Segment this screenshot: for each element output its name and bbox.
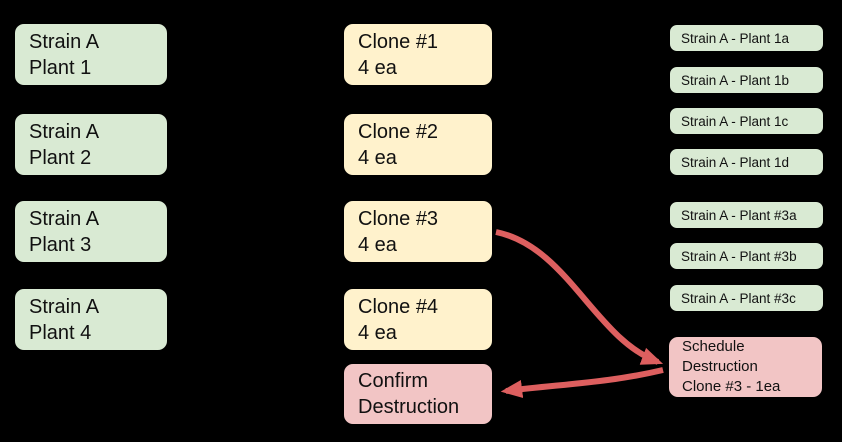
- node-clone-2[interactable]: Clone #2 4 ea: [343, 113, 493, 176]
- node-label-line: Clone #2: [358, 120, 439, 143]
- node-strain-a-plant-2[interactable]: Strain A Plant 2: [14, 113, 168, 176]
- node-label-line: Clone #3: [358, 207, 439, 230]
- node-label-line: Confirm: [358, 370, 429, 392]
- arrow-clone3-to-schedule-destruction[interactable]: [495, 229, 664, 365]
- node-label-line: Strain A: [29, 30, 100, 53]
- node-label-line: Strain A: [29, 295, 100, 318]
- node-label-line: Destruction: [682, 358, 758, 375]
- node-label-line: Strain A - Plant 1d: [681, 154, 790, 170]
- node-label-line: Schedule: [682, 338, 745, 355]
- node-label-line: Strain A - Plant #3c: [681, 290, 796, 306]
- node-label-line: Plant 3: [29, 233, 92, 256]
- node-label-line: Strain A - Plant #3a: [681, 207, 797, 223]
- node-label-line: Plant 2: [29, 146, 92, 169]
- node-label-line: 4 ea: [358, 56, 397, 79]
- node-label-line: Strain A - Plant #3b: [681, 248, 797, 264]
- node-strain-a-plant-3[interactable]: Strain A Plant 3: [14, 200, 168, 263]
- node-label-line: Clone #3 - 1ea: [682, 378, 781, 395]
- node-label-line: Strain A - Plant 1b: [681, 72, 790, 88]
- arrow-schedule-to-confirm-destruction[interactable]: [500, 367, 664, 398]
- node-label-line: Clone #1: [358, 30, 439, 53]
- node-label-line: Strain A: [29, 207, 100, 230]
- node-strain-a-plant-1a[interactable]: Strain A - Plant 1a: [669, 24, 824, 52]
- node-clone-3[interactable]: Clone #3 4 ea: [343, 200, 493, 263]
- node-label-line: Strain A - Plant 1a: [681, 30, 790, 46]
- node-strain-a-plant-1[interactable]: Strain A Plant 1: [14, 23, 168, 86]
- node-strain-a-plant-3a[interactable]: Strain A - Plant #3a: [669, 201, 824, 229]
- node-strain-a-plant-3c[interactable]: Strain A - Plant #3c: [669, 284, 824, 312]
- node-strain-a-plant-1d[interactable]: Strain A - Plant 1d: [669, 148, 824, 176]
- node-label-line: Strain A - Plant 1c: [681, 113, 789, 129]
- node-label-line: 4 ea: [358, 321, 397, 344]
- node-strain-a-plant-3b[interactable]: Strain A - Plant #3b: [669, 242, 824, 270]
- node-strain-a-plant-1c[interactable]: Strain A - Plant 1c: [669, 107, 824, 135]
- node-label-line: Plant 1: [29, 56, 92, 79]
- node-label-line: Clone #4: [358, 295, 439, 318]
- node-label-line: Plant 4: [29, 321, 92, 344]
- node-label-line: Destruction: [358, 396, 460, 418]
- node-strain-a-plant-1b[interactable]: Strain A - Plant 1b: [669, 66, 824, 94]
- node-confirm-destruction[interactable]: Confirm Destruction: [343, 363, 493, 425]
- node-schedule-destruction[interactable]: Schedule Destruction Clone #3 - 1ea: [668, 336, 823, 398]
- node-clone-1[interactable]: Clone #1 4 ea: [343, 23, 493, 86]
- node-label-line: 4 ea: [358, 233, 397, 256]
- node-clone-4[interactable]: Clone #4 4 ea: [343, 288, 493, 351]
- node-label-line: 4 ea: [358, 146, 397, 169]
- node-strain-a-plant-4[interactable]: Strain A Plant 4: [14, 288, 168, 351]
- node-label-line: Strain A: [29, 120, 100, 143]
